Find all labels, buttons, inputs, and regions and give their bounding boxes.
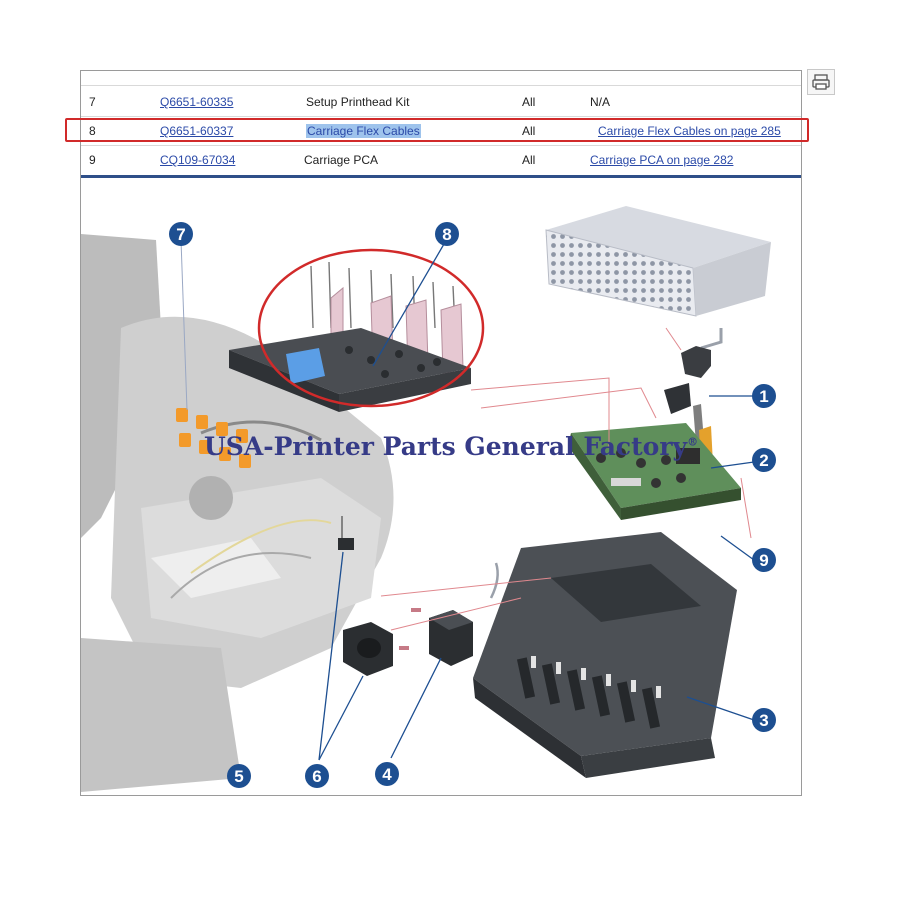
callout-9: 9 bbox=[752, 548, 776, 572]
callout-4: 4 bbox=[375, 762, 399, 786]
exploded-parts-diagram: 7 8 1 2 9 3 4 5 6 bbox=[81, 206, 776, 792]
row-highlight-box bbox=[65, 118, 809, 142]
watermark: USA-Printer Parts General Factory® bbox=[204, 432, 698, 461]
svg-text:3: 3 bbox=[759, 711, 768, 730]
table-row: 9 CQ109-67034 Carriage PCA All Carriage … bbox=[81, 146, 801, 174]
watermark-text: USA-Printer Parts General Factory bbox=[204, 432, 688, 461]
print-icon[interactable] bbox=[807, 69, 835, 95]
row-models: All bbox=[522, 153, 536, 167]
svg-text:5: 5 bbox=[234, 767, 243, 786]
callout-6: 6 bbox=[305, 764, 329, 788]
carriage-housing bbox=[473, 532, 737, 778]
svg-text:4: 4 bbox=[382, 765, 392, 784]
row-models: All bbox=[522, 95, 536, 109]
reference-link[interactable]: Carriage Flex Cables on page 285 bbox=[598, 124, 781, 138]
row-index: 9 bbox=[89, 153, 96, 167]
small-clip bbox=[338, 516, 354, 550]
svg-text:8: 8 bbox=[442, 225, 451, 244]
printhead-clips bbox=[176, 408, 251, 468]
row-index: 8 bbox=[89, 124, 96, 138]
sensor-module bbox=[399, 608, 473, 666]
carriage-pca-board bbox=[568, 423, 741, 520]
watermark-registered-mark: ® bbox=[687, 435, 699, 449]
reference-link[interactable]: Carriage PCA on page 282 bbox=[590, 153, 734, 167]
svg-text:7: 7 bbox=[176, 225, 185, 244]
table-row-highlighted: 8 Q6651-60337 Carriage Flex Cables All C… bbox=[81, 117, 801, 146]
connector-part bbox=[664, 346, 711, 414]
encoder-block bbox=[343, 622, 393, 676]
row-description-selected[interactable]: Carriage Flex Cables bbox=[306, 124, 421, 138]
callout-3: 3 bbox=[752, 708, 776, 732]
row-reference: N/A bbox=[590, 95, 611, 109]
table-row-cut-off bbox=[81, 71, 801, 86]
perforated-cover bbox=[545, 206, 771, 350]
detail-circle bbox=[257, 248, 485, 408]
row-description: Carriage PCA bbox=[304, 153, 379, 167]
svg-text:9: 9 bbox=[759, 551, 768, 570]
callout-2: 2 bbox=[752, 448, 776, 472]
assembly-leader-lines bbox=[380, 327, 752, 631]
svg-text:1: 1 bbox=[759, 387, 768, 406]
callout-5: 5 bbox=[227, 764, 251, 788]
callout-1: 1 bbox=[752, 384, 776, 408]
part-number-link[interactable]: Q6651-60335 bbox=[160, 95, 234, 109]
row-description: Setup Printhead Kit bbox=[306, 95, 410, 109]
part-number-link[interactable]: Q6651-60337 bbox=[160, 124, 234, 138]
part-number-link[interactable]: CQ109-67034 bbox=[160, 153, 236, 167]
callout-7: 7 bbox=[169, 222, 193, 246]
callout-leader-lines bbox=[318, 243, 755, 761]
section-divider bbox=[81, 175, 801, 178]
row-models: All bbox=[522, 124, 536, 138]
table-row: 7 Q6651-60335 Setup Printhead Kit All N/… bbox=[81, 88, 801, 117]
callout-8: 8 bbox=[435, 222, 459, 246]
flex-cable-assembly bbox=[229, 261, 471, 412]
svg-text:6: 6 bbox=[312, 767, 321, 786]
svg-text:2: 2 bbox=[759, 451, 768, 470]
row-index: 7 bbox=[89, 95, 96, 109]
